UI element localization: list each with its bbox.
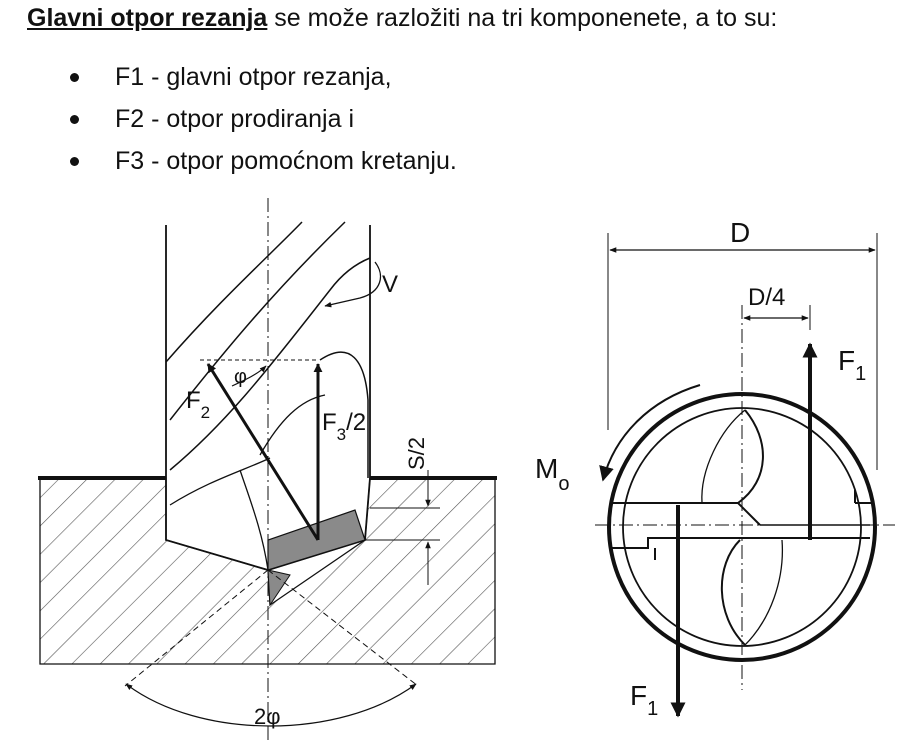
- force-f1-top-label: F1: [838, 345, 866, 385]
- force-f2-label: F2: [186, 387, 210, 422]
- intro-heading: Glavni otpor rezanja se može razložiti n…: [27, 2, 777, 34]
- drill-section-figure: V φ F2 F3/2 S/2 2φ: [38, 198, 497, 740]
- heading-term: Glavni otpor rezanja: [27, 4, 268, 32]
- list-item-text: F2 - otpor prodiranja i: [115, 105, 355, 133]
- quarter-diameter-label: D/4: [748, 284, 785, 311]
- moment-arrow: [599, 384, 701, 482]
- list-item-text: F1 - glavni otpor rezanja,: [115, 63, 392, 91]
- bullet-icon: [70, 115, 79, 124]
- velocity-label: V: [382, 271, 398, 298]
- moment-label: Mo: [535, 453, 569, 495]
- angle-phi-label: φ: [234, 366, 247, 388]
- feed-s2-label: S/2: [404, 437, 429, 470]
- angle-2phi-label: 2φ: [254, 704, 281, 729]
- drill-end-view-figure: D D/4 F1 Mo F1: [535, 217, 895, 720]
- diameter-label: D: [730, 217, 750, 248]
- list-item-text: F3 - otpor pomoćnom kretanju.: [115, 147, 457, 175]
- bullet-icon: [70, 73, 79, 82]
- heading-rest: se može razložiti na tri komponenete, a …: [267, 4, 778, 32]
- force-f3-label: F3/2: [322, 409, 366, 444]
- force-f1-bottom-label: F1: [630, 680, 658, 720]
- bullet-icon: [70, 157, 79, 166]
